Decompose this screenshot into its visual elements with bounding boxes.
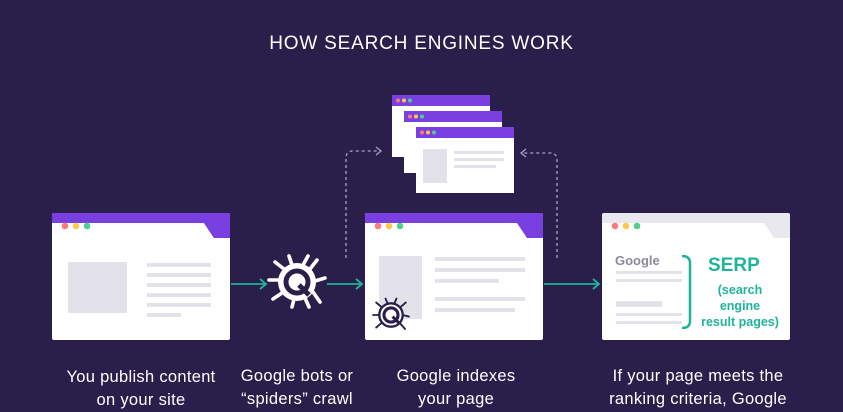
serp-subtitle-1: (search: [717, 283, 763, 297]
serp-bracket: [681, 254, 692, 330]
arrow-right-icon: [231, 278, 268, 290]
step-4-caption: If your page meets the ranking criteria,…: [590, 365, 806, 411]
caption-line: If your page meets the: [612, 367, 784, 385]
caption-line: Google bots or: [240, 367, 354, 385]
page-title: HOW SEARCH ENGINES WORK: [269, 33, 574, 54]
window-dot-green: [83, 222, 91, 230]
window-dot-red: [61, 222, 69, 230]
window-dot-yellow: [72, 222, 80, 230]
google-wordmark: Google: [615, 253, 660, 268]
step-1-caption: You publish content on your site: [40, 366, 242, 412]
serp-window: [602, 213, 790, 341]
index-page-front: [416, 127, 514, 193]
serp-title: SERP: [708, 255, 760, 276]
arrow-right-icon: [544, 278, 601, 290]
spider-bot-icon: [267, 254, 327, 309]
index-window: [365, 213, 543, 341]
serp-subtitle-2: engine: [719, 299, 761, 313]
caption-line: on your site: [96, 391, 186, 409]
image-placeholder: [68, 262, 127, 313]
serp-subtitle-3: result pages): [701, 315, 779, 329]
caption-line: You publish content: [66, 368, 216, 386]
step-3-caption: Google indexes your page: [370, 365, 542, 411]
caption-line: Google indexes: [396, 367, 516, 385]
index-stack: [392, 95, 516, 195]
spider-bot-small-icon: [372, 297, 410, 330]
publish-window: [52, 213, 230, 341]
arrow-right-icon: [327, 278, 364, 290]
step-2-caption: Google bots or “spiders” crawl: [222, 365, 372, 411]
